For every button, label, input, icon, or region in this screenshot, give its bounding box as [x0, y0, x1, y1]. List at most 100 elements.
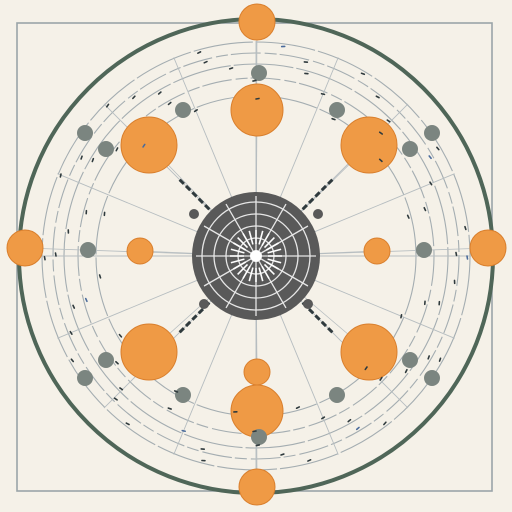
orange-node	[126, 237, 154, 265]
small-node	[98, 352, 114, 368]
hub-star-ray	[265, 261, 279, 270]
hub-link	[178, 301, 211, 334]
orbit-tick	[406, 214, 410, 219]
orbit-tick	[429, 181, 433, 186]
hub-star-ray	[258, 230, 264, 245]
orbit-tick	[125, 422, 130, 426]
orbit-tick	[404, 368, 408, 374]
hub-star-ray	[263, 263, 275, 275]
orbit-tick	[72, 304, 76, 309]
hub-link	[301, 301, 334, 334]
orbit-tick	[466, 255, 469, 260]
hub-star-ray	[230, 258, 245, 264]
hub-star-ray	[248, 230, 254, 245]
orbit-tick	[386, 119, 391, 123]
orbit-tick	[383, 421, 387, 426]
orange-node	[238, 3, 276, 41]
orange-node	[243, 358, 271, 386]
orbit-tick	[378, 131, 383, 135]
spoke-line	[279, 57, 339, 199]
orbit-tick	[84, 297, 88, 303]
orbit-tick	[173, 390, 179, 393]
orange-node	[340, 116, 398, 174]
orbit-tick	[455, 251, 458, 257]
orbit-tick	[181, 429, 186, 433]
orbit-tick	[106, 103, 110, 108]
hub-star-ray	[261, 265, 270, 279]
orange-node	[340, 323, 398, 381]
orbit-tick	[400, 314, 403, 319]
orbit-tick	[280, 453, 285, 456]
hub-star-ray	[258, 267, 264, 282]
orbit-tick	[427, 355, 431, 360]
orbit-tick	[347, 418, 352, 423]
small-node	[402, 352, 418, 368]
hub-star-ray	[242, 265, 251, 279]
orange-node	[230, 384, 284, 438]
orbit-tick	[59, 173, 62, 178]
orange-node	[238, 468, 276, 506]
orange-node	[230, 83, 284, 137]
small-node	[424, 125, 440, 141]
orbit-tick	[142, 143, 146, 148]
hub-core	[250, 250, 262, 262]
orbit-tick	[428, 155, 432, 160]
orbit-tick	[252, 79, 257, 82]
orbit-tick	[113, 397, 118, 401]
orbit-tick	[438, 357, 442, 362]
small-node	[329, 102, 345, 118]
orbit-tick	[115, 360, 119, 365]
small-node	[80, 242, 96, 258]
orbit-tick	[379, 376, 383, 381]
small-node	[329, 387, 345, 403]
hub-star-ray	[230, 248, 245, 254]
orbit-tick	[167, 101, 172, 106]
orbit-tick	[193, 109, 198, 113]
orbit-tick	[98, 274, 102, 279]
hub-stud	[189, 209, 199, 219]
orbit-tick	[43, 255, 46, 261]
hub-link	[178, 178, 211, 211]
spoke-line	[57, 173, 199, 233]
hub-star-ray	[248, 267, 254, 282]
orbit-tick	[252, 430, 257, 433]
orbit-tick	[80, 155, 83, 160]
orbit-tick	[464, 225, 467, 231]
hub-link	[301, 178, 334, 211]
hub-star-ray	[267, 248, 282, 254]
small-node	[251, 65, 267, 81]
small-node	[416, 242, 432, 258]
hub-star-ray	[237, 263, 249, 275]
orbit-tick	[197, 51, 202, 54]
orbit-tick	[157, 91, 162, 95]
orbit-tick	[119, 387, 124, 391]
spoke-line	[173, 313, 233, 455]
orbit-tick	[255, 444, 261, 447]
orange-node	[363, 237, 391, 265]
hub-stud	[199, 299, 209, 309]
orange-node	[120, 323, 178, 381]
orbit-tick	[255, 97, 260, 100]
small-node	[77, 125, 93, 141]
orbit-tick	[378, 158, 383, 163]
orbit-tick	[375, 95, 380, 99]
orbit-tick	[321, 416, 326, 420]
orbit-tick	[118, 333, 123, 338]
orbit-tick	[132, 95, 136, 100]
small-node	[98, 141, 114, 157]
orbit-tick	[228, 67, 234, 70]
hub-star-ray	[267, 258, 282, 264]
spoke-line	[57, 279, 199, 339]
spoke-line	[173, 57, 233, 199]
small-node	[402, 141, 418, 157]
orbit-tick	[436, 146, 440, 151]
small-node	[424, 370, 440, 386]
hub-stud	[313, 209, 323, 219]
hub-star-ray	[242, 233, 251, 247]
orbit-tick	[364, 366, 368, 371]
compass-wheel-icon	[189, 192, 323, 320]
orbit-tick	[115, 147, 119, 152]
hub-star-ray	[237, 237, 249, 249]
small-node	[251, 429, 267, 445]
